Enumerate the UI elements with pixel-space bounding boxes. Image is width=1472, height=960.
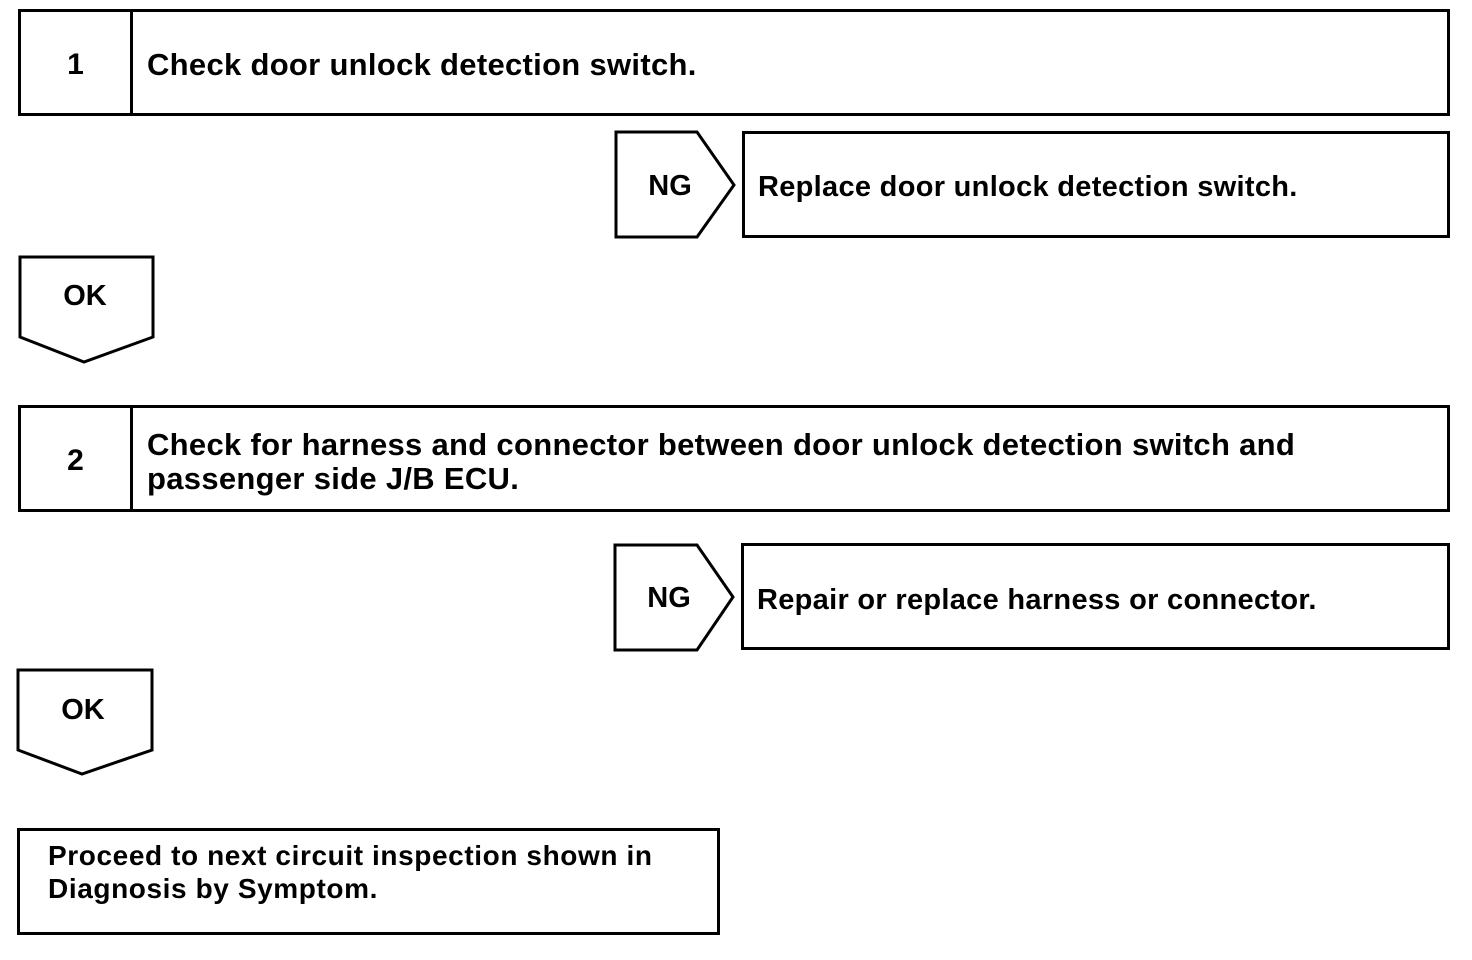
step-2-number: 2 [21,408,133,509]
ng-1-arrow-shape [614,130,736,239]
ng-1-result-text: Replace door unlock detection switch. [758,171,1298,203]
ng-1-label: NG [648,170,692,202]
final-instruction-text: Proceed to next circuit inspection shown… [48,840,653,904]
final-instruction-box: Proceed to next circuit inspection shown… [17,828,720,935]
step-1-number: 1 [21,12,133,113]
ok-1-label: OK [63,280,107,312]
step-1-text: Check door unlock detection switch. [147,47,697,82]
ng-2-result-text: Repair or replace harness or connector. [757,584,1317,616]
step-1-box: 1 Check door unlock detection switch. [18,9,1450,116]
step-2-box: 2 Check for harness and connector betwee… [18,405,1450,512]
ng-2-result-box: Repair or replace harness or connector. [741,543,1450,650]
ok-2-label: OK [61,694,105,726]
ok-1-arrow-shape [18,255,155,364]
ng-1-result-box: Replace door unlock detection switch. [742,131,1450,238]
ng-2-label: NG [647,582,691,614]
ng-2-arrow-shape [613,543,735,652]
step-2-text: Check for harness and connector between … [147,427,1296,496]
ok-2-arrow-shape [16,668,154,776]
